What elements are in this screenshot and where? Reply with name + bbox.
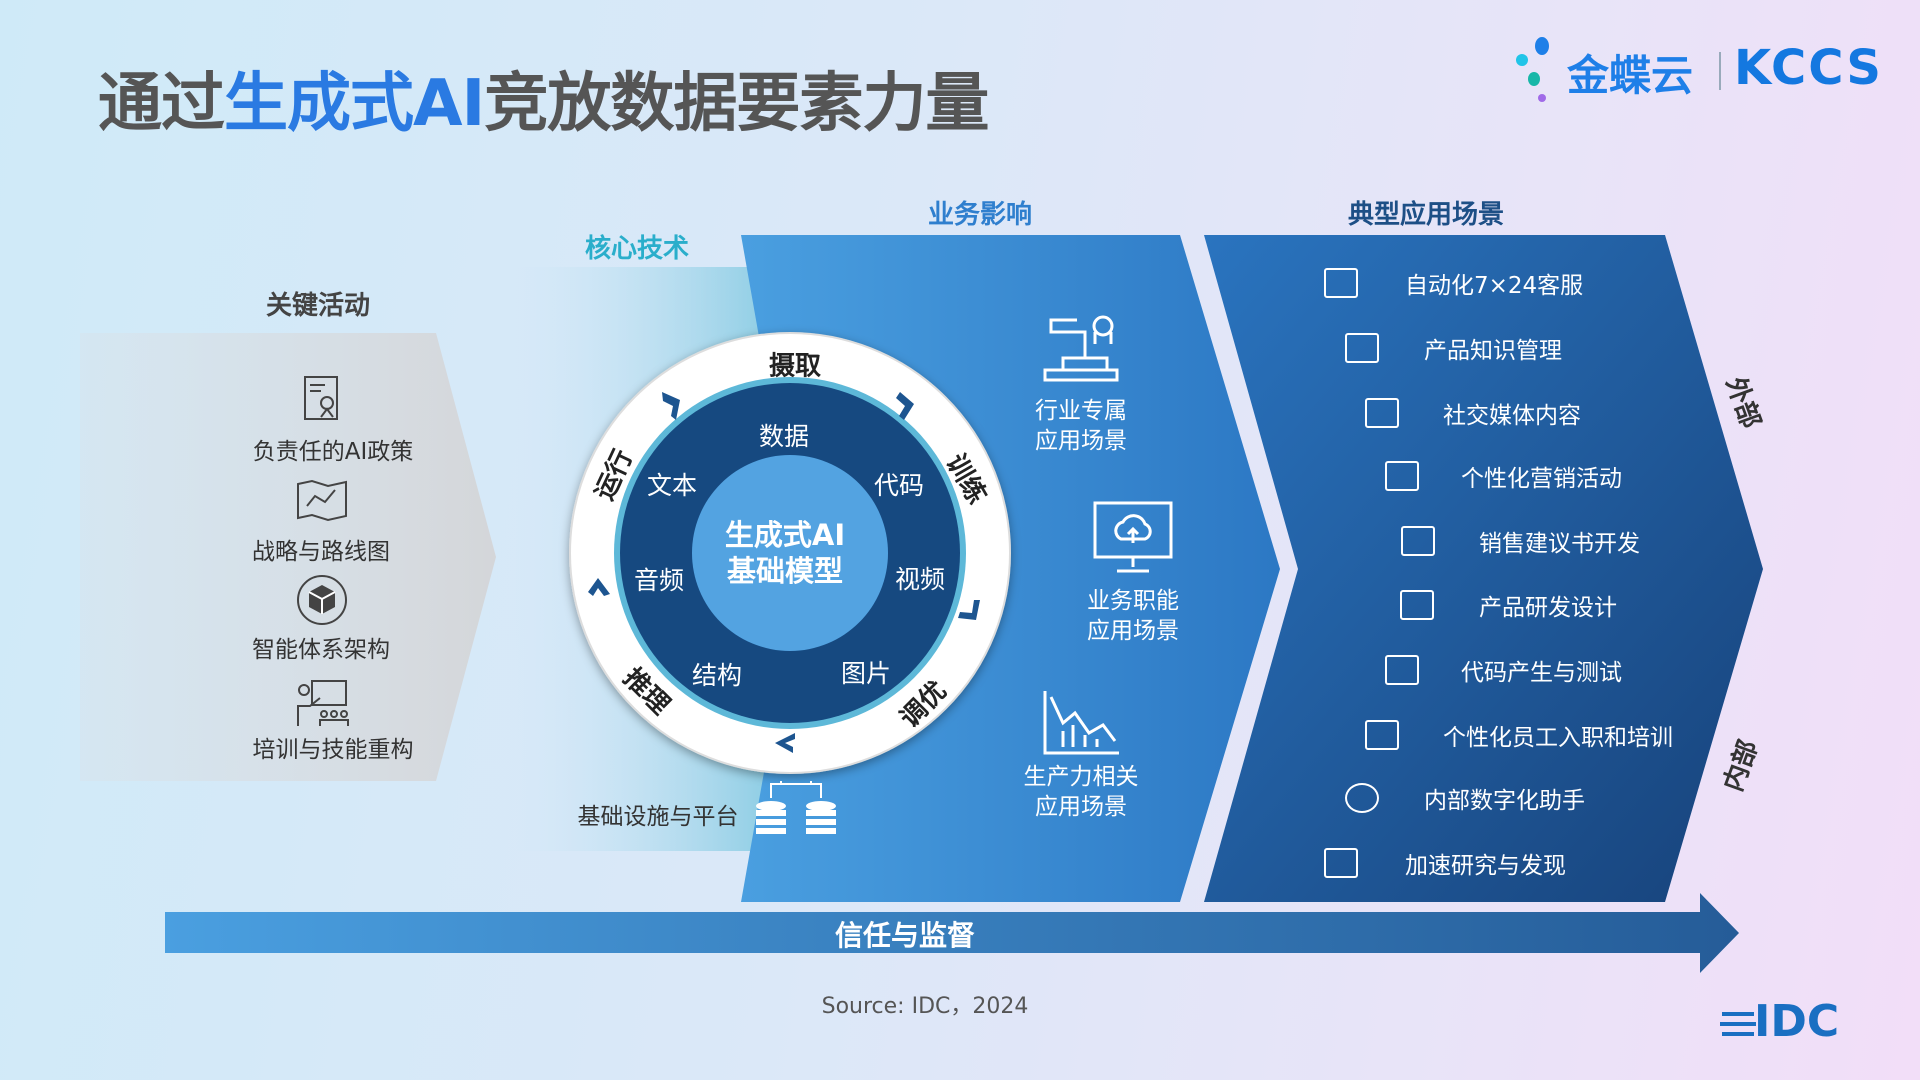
modality-image: 图片 <box>840 659 892 688</box>
modality-text: 文本 <box>646 471 698 500</box>
label-line: 行业专属 <box>1035 398 1127 424</box>
binary-monitor-icon <box>1400 590 1434 620</box>
robot-arm-icon <box>1043 315 1119 382</box>
logo-product: KCCS <box>1734 40 1883 96</box>
chevron-icon <box>958 600 980 620</box>
people-group-icon <box>1365 398 1399 428</box>
scenario-item: 加速研究与发现 <box>1405 853 1566 879</box>
scenario-item: 销售建议书开发 <box>1479 531 1640 557</box>
marketing-person-icon <box>1385 461 1419 491</box>
roadmap-icon <box>297 479 347 522</box>
chevron-icon <box>775 733 795 753</box>
database-platform-icon <box>756 781 836 834</box>
scenario-item: 内部数字化助手 <box>1424 788 1585 814</box>
book-icon <box>1345 333 1379 363</box>
scenario-item: 产品研发设计 <box>1479 595 1617 621</box>
modality-video: 视频 <box>894 565 946 594</box>
code-search-icon <box>1385 655 1419 685</box>
business-scenario-label: 业务职能应用场景 <box>1087 586 1179 646</box>
chevron-icon <box>896 392 914 420</box>
page-title: 通过生成式AI竞放数据要素力量 <box>98 52 989 144</box>
core-tech-header: 核心技术 <box>584 234 690 264</box>
modality-audio: 音频 <box>633 566 685 595</box>
kingdee-logo: 金蝶云 KCCS <box>1512 36 1882 106</box>
label-line: 生产力相关 <box>1023 764 1139 790</box>
research-nodes-icon <box>1324 848 1358 878</box>
logo-dots-icon <box>1516 37 1549 102</box>
productivity-chart-icon <box>1043 691 1119 755</box>
scenario-item: 个性化营销活动 <box>1461 466 1622 492</box>
business-impact-header: 业务影响 <box>927 200 1033 230</box>
cloud-monitor-icon <box>1093 501 1173 573</box>
training-icon <box>297 680 349 726</box>
ring-stage-ingest: 摄取 <box>768 351 822 382</box>
logo-brand: 金蝶云 <box>1567 51 1694 100</box>
key-activity-label: 战略与路线图 <box>252 539 390 565</box>
label-line: 应用场景 <box>1087 618 1179 644</box>
scenario-item: 社交媒体内容 <box>1443 403 1581 429</box>
onboarding-icon <box>1365 720 1399 750</box>
scenario-item: 自动化7×24客服 <box>1405 273 1584 299</box>
idc-logo: IDC <box>1718 996 1848 1047</box>
scenarios-header: 典型应用场景 <box>1347 200 1505 230</box>
chevron-icon <box>662 392 680 420</box>
code-window-icon <box>1324 268 1358 298</box>
scenarios-panel <box>1204 235 1763 902</box>
scenario-item: 产品知识管理 <box>1424 338 1562 364</box>
business-scenario-label: 生产力相关应用场景 <box>1024 762 1139 822</box>
key-activity-label: 负责任的AI政策 <box>252 439 414 465</box>
scenario-item: 代码产生与测试 <box>1461 660 1622 686</box>
source-note: Source: IDC，2024 <box>821 994 1029 1019</box>
core-wheel <box>569 332 1011 774</box>
center-line: 基础模型 <box>726 554 844 588</box>
modality-data: 数据 <box>758 422 810 451</box>
architecture-cube-icon <box>297 575 347 625</box>
modality-code: 代码 <box>873 471 925 500</box>
business-scenario-label: 行业专属应用场景 <box>1035 396 1127 456</box>
label-line: 业务职能 <box>1087 588 1179 614</box>
trust-oversight-label: 信任与监督 <box>834 919 976 952</box>
key-activities-header: 关键活动 <box>265 291 371 321</box>
label-line: 应用场景 <box>1035 428 1127 454</box>
title-part: 通过 <box>98 67 225 141</box>
key-activities-panel <box>80 333 496 781</box>
key-activity-label: 培训与技能重构 <box>252 737 414 763</box>
idc-globe-icon <box>1720 1012 1756 1036</box>
key-activity-label: 智能体系架构 <box>252 637 390 663</box>
label-line: 应用场景 <box>1035 794 1127 820</box>
title-highlight: 生成式AI <box>224 67 485 141</box>
handshake-icon <box>1401 526 1435 556</box>
title-part: 竞放数据要素力量 <box>484 67 989 141</box>
trust-arrow <box>165 893 1739 973</box>
chevron-icon <box>588 578 610 596</box>
logo-divider <box>1719 52 1721 90</box>
infra-label: 基础设施与平台 <box>577 804 739 830</box>
modality-structure: 结构 <box>691 661 743 690</box>
globe-icon <box>1345 783 1379 813</box>
idc-logo-text: IDC <box>1754 996 1840 1047</box>
scenario-item: 个性化员工入职和培训 <box>1443 725 1673 751</box>
policy-document-icon <box>304 376 338 420</box>
center-line: 生成式AI <box>724 518 846 552</box>
ring-chevrons <box>588 392 980 753</box>
